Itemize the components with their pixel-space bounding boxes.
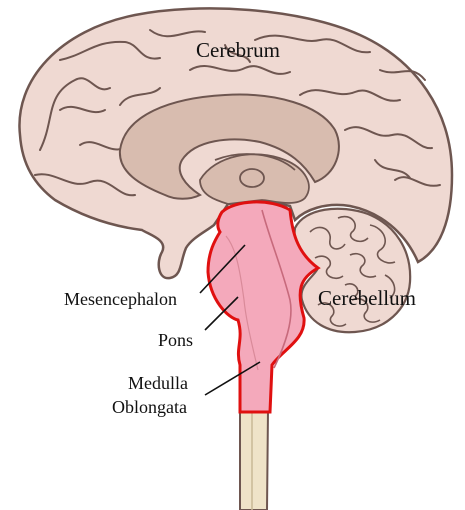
gyri-folds (34, 29, 441, 197)
pons-leader (204, 296, 239, 331)
cerebrum-shape (18, 7, 454, 280)
mesencephalon-leader (199, 244, 246, 294)
cerebrum-label: Cerebrum (196, 38, 280, 62)
cerebellum-label: Cerebellum (318, 286, 416, 310)
medulla-label-line2: Oblongata (112, 397, 187, 417)
pons-label: Pons (158, 330, 194, 350)
spinal-cord (239, 409, 270, 510)
medulla-leader (204, 361, 261, 396)
interthalamic-adhesion (239, 168, 265, 188)
leader-lines (199, 244, 261, 396)
medulla-label-line1: Medulla (128, 373, 188, 393)
mesencephalon-label: Mesencephalon (64, 289, 177, 309)
corpus-callosum (118, 93, 340, 200)
